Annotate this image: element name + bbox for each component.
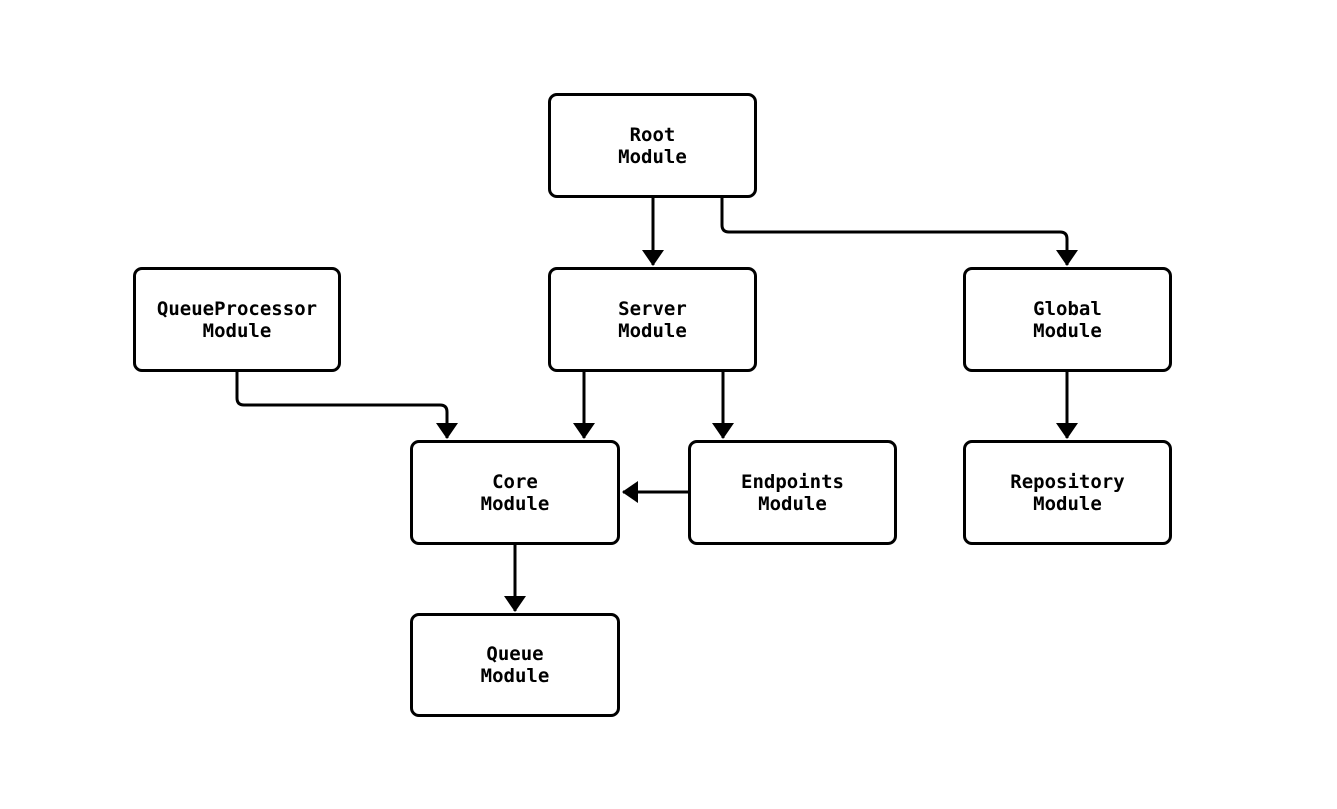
node-label: Queue Module bbox=[480, 643, 550, 687]
edge-group bbox=[235, 198, 1078, 612]
node-label: Root Module bbox=[618, 123, 687, 168]
edge-root-module-to-global-module bbox=[720, 198, 1078, 266]
node-root-module: Root Module bbox=[548, 93, 757, 198]
node-label: QueueProcessor Module bbox=[156, 297, 318, 342]
node-label: Repository Module bbox=[1010, 470, 1125, 515]
node-label: Core Module bbox=[480, 470, 550, 515]
node-label: Endpoints Module bbox=[741, 470, 844, 515]
node-server-module: Server Module bbox=[548, 267, 757, 372]
node-endpoints-module: Endpoints Module bbox=[688, 440, 897, 545]
node-core-module: Core Module bbox=[410, 440, 620, 545]
node-label: Server Module bbox=[618, 297, 687, 342]
node-global-module: Global Module bbox=[963, 267, 1172, 372]
edge-queueprocessor-module-to-core-module bbox=[235, 372, 458, 439]
node-queue-module: Queue Module bbox=[410, 613, 620, 717]
node-label: Global Module bbox=[1033, 297, 1102, 342]
node-repository-module: Repository Module bbox=[963, 440, 1172, 545]
node-queueprocessor-module: QueueProcessor Module bbox=[133, 267, 341, 372]
